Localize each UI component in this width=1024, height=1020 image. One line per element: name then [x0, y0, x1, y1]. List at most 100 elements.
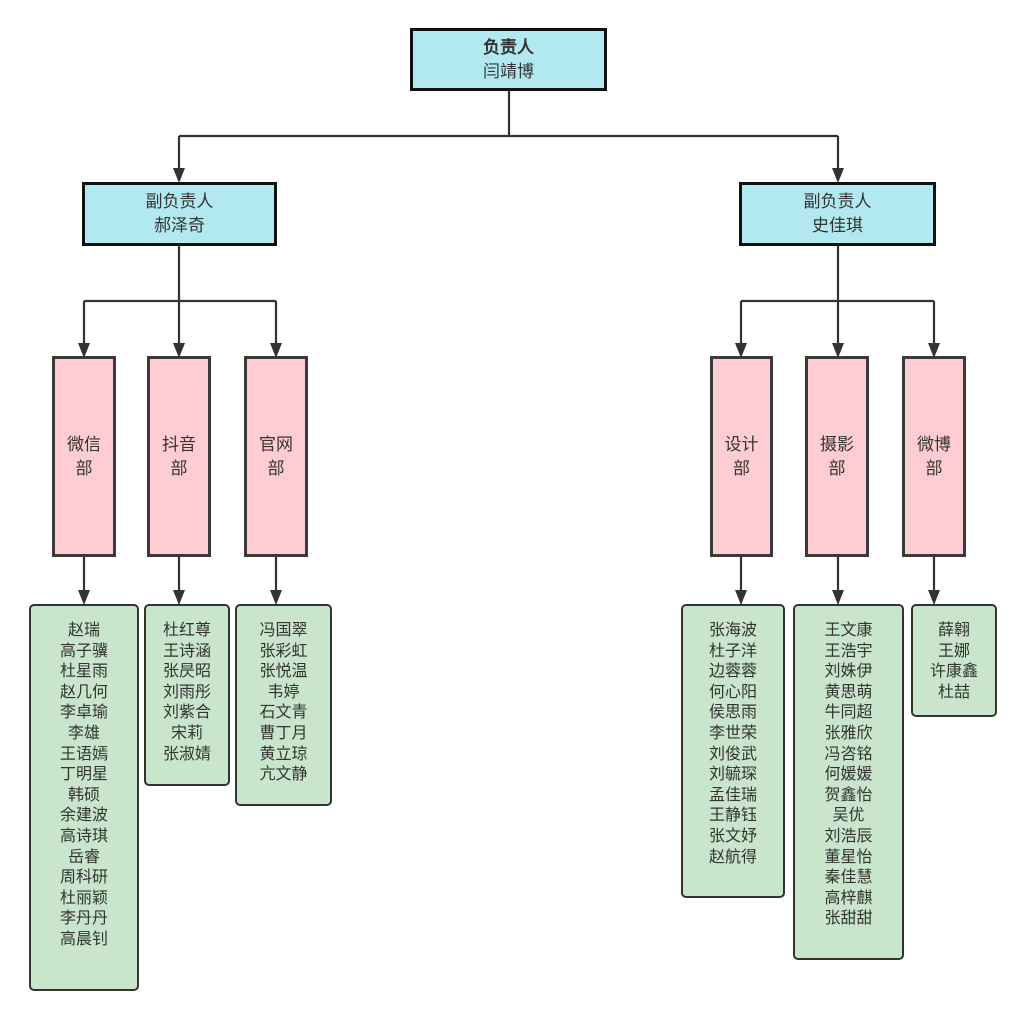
- member-name: 李丹丹: [59, 908, 108, 928]
- arrowhead: [78, 343, 90, 358]
- member-name: 韦婷: [267, 681, 300, 701]
- member-name: 刘俊武: [708, 743, 757, 763]
- member-name: 薛翱: [937, 620, 970, 639]
- dept-name-line2: 部: [925, 458, 943, 479]
- member-name: 杜红尊: [162, 620, 211, 639]
- member-name: 杜喆: [937, 681, 970, 701]
- member-name: 岳睿: [67, 846, 100, 866]
- member-name: 刘毓琛: [708, 764, 757, 784]
- members-list-douyin[interactable]: 杜红尊王诗涵张昃昭刘雨彤刘紫合宋莉张淑婧: [144, 604, 230, 786]
- member-name: 王诗涵: [162, 640, 211, 660]
- member-name: 李卓瑜: [59, 702, 108, 722]
- member-name: 黄立琼: [259, 743, 308, 763]
- member-name: 亢文静: [259, 764, 308, 784]
- member-name: 刘紫合: [162, 702, 211, 722]
- arrowhead: [735, 590, 747, 605]
- member-name: 杜子洋: [708, 640, 757, 660]
- member-name: 李世荣: [708, 722, 757, 742]
- member-name: 曹丁月: [259, 722, 308, 742]
- arrowhead: [78, 590, 90, 605]
- arrowhead: [173, 168, 185, 183]
- dept-name-line2: 部: [75, 458, 93, 479]
- member-name: 董星怡: [824, 846, 873, 866]
- arrowhead: [928, 590, 940, 605]
- member-name: 王语嫣: [59, 743, 108, 763]
- arrowhead: [832, 590, 844, 605]
- members-list-sheying[interactable]: 王文康王浩宇刘姝伊黄思萌牛同超张雅欣冯咨铭何媛媛贺鑫怡吴优刘浩辰董星怡秦佳慧高梓…: [793, 604, 904, 960]
- member-name: 高诗琪: [59, 825, 108, 845]
- deputy-name: 郝泽奇: [154, 216, 205, 236]
- member-name: 张淑婧: [162, 743, 211, 763]
- member-name: 余建波: [59, 805, 108, 825]
- member-name: 黄思萌: [824, 681, 873, 701]
- member-name: 赵瑞: [67, 620, 100, 639]
- member-name: 周科研: [59, 867, 108, 887]
- member-name: 王静钰: [708, 805, 757, 825]
- members-list-sheji[interactable]: 张海波杜子洋边蓉蓉何心阳侯思雨李世荣刘俊武刘毓琛孟佳瑞王静钰张文妤赵航得: [681, 604, 785, 898]
- deputy-node-left[interactable]: 副负责人 郝泽奇: [82, 182, 277, 246]
- member-name: 王文康: [824, 620, 873, 639]
- arrowhead: [928, 343, 940, 358]
- member-name: 牛同超: [824, 702, 873, 722]
- arrowhead: [832, 343, 844, 358]
- member-name: 贺鑫怡: [824, 784, 873, 804]
- head-node[interactable]: 负责人 闫靖博: [410, 28, 607, 91]
- member-name: 张雅欣: [824, 722, 873, 742]
- dept-name-line1: 微信: [67, 434, 101, 455]
- dept-name-line2: 部: [170, 458, 188, 479]
- members-list-weixin[interactable]: 赵瑞高子骥杜星雨赵几何李卓瑜李雄王语嫣丁明星韩硕余建波高诗琪岳睿周科研杜丽颖李丹…: [29, 604, 139, 991]
- member-name: 杜星雨: [59, 661, 108, 681]
- arrowhead: [832, 168, 844, 183]
- member-name: 刘浩辰: [824, 825, 873, 845]
- dept-node-weibo[interactable]: 微博 部: [902, 356, 966, 557]
- member-name: 张甜甜: [824, 908, 873, 928]
- member-name: 丁明星: [59, 764, 108, 784]
- arrowhead: [735, 343, 747, 358]
- dept-node-guanwang[interactable]: 官网 部: [244, 356, 308, 557]
- member-name: 许康鑫: [929, 661, 978, 681]
- dept-name-line1: 抖音: [162, 434, 196, 455]
- head-name: 闫靖博: [483, 61, 534, 82]
- arrowhead: [173, 343, 185, 358]
- deputy-role: 副负责人: [803, 192, 872, 212]
- member-name: 刘雨彤: [162, 681, 211, 701]
- dept-name-line1: 官网: [259, 434, 293, 455]
- deputy-role: 副负责人: [145, 192, 214, 212]
- dept-name-line2: 部: [733, 458, 750, 479]
- dept-node-sheying[interactable]: 摄影 部: [805, 356, 869, 557]
- dept-node-douyin[interactable]: 抖音 部: [147, 356, 211, 557]
- member-name: 冯咨铭: [824, 743, 873, 763]
- member-name: 王娜: [937, 640, 970, 660]
- member-name: 边蓉蓉: [708, 661, 757, 681]
- arrowhead: [270, 343, 282, 358]
- dept-node-sheji[interactable]: 设计 部: [710, 356, 773, 557]
- member-name: 高子骥: [59, 640, 108, 660]
- head-role: 负责人: [483, 37, 534, 58]
- member-name: 孟佳瑞: [708, 784, 757, 804]
- arrowhead: [173, 590, 185, 605]
- member-name: 高晨钊: [59, 928, 108, 948]
- deputy-node-right[interactable]: 副负责人 史佳琪: [739, 182, 936, 246]
- member-name: 王浩宇: [824, 640, 873, 660]
- dept-name-line1: 设计: [724, 434, 759, 455]
- arrowhead: [270, 590, 282, 605]
- member-name: 何媛媛: [824, 764, 873, 784]
- member-name: 张文妤: [708, 825, 757, 845]
- dept-node-weixin[interactable]: 微信 部: [52, 356, 116, 557]
- dept-name-line1: 摄影: [820, 434, 854, 455]
- dept-name-line2: 部: [828, 458, 846, 479]
- member-name: 张彩虹: [259, 640, 308, 660]
- dept-name-line2: 部: [267, 458, 285, 479]
- member-name: 吴优: [832, 805, 865, 825]
- member-name: 何心阳: [708, 681, 757, 701]
- member-name: 赵航得: [708, 846, 757, 866]
- deputy-name: 史佳琪: [812, 216, 863, 236]
- member-name: 冯国翠: [259, 620, 308, 639]
- member-name: 张海波: [708, 620, 757, 639]
- member-name: 杜丽颖: [59, 887, 108, 907]
- members-list-guanwang[interactable]: 冯国翠张彩虹张悦温韦婷石文青曹丁月黄立琼亢文静: [235, 604, 332, 806]
- members-list-weibo[interactable]: 薛翱王娜许康鑫杜喆: [911, 604, 997, 717]
- member-name: 韩硕: [67, 784, 100, 804]
- member-name: 秦佳慧: [824, 867, 873, 887]
